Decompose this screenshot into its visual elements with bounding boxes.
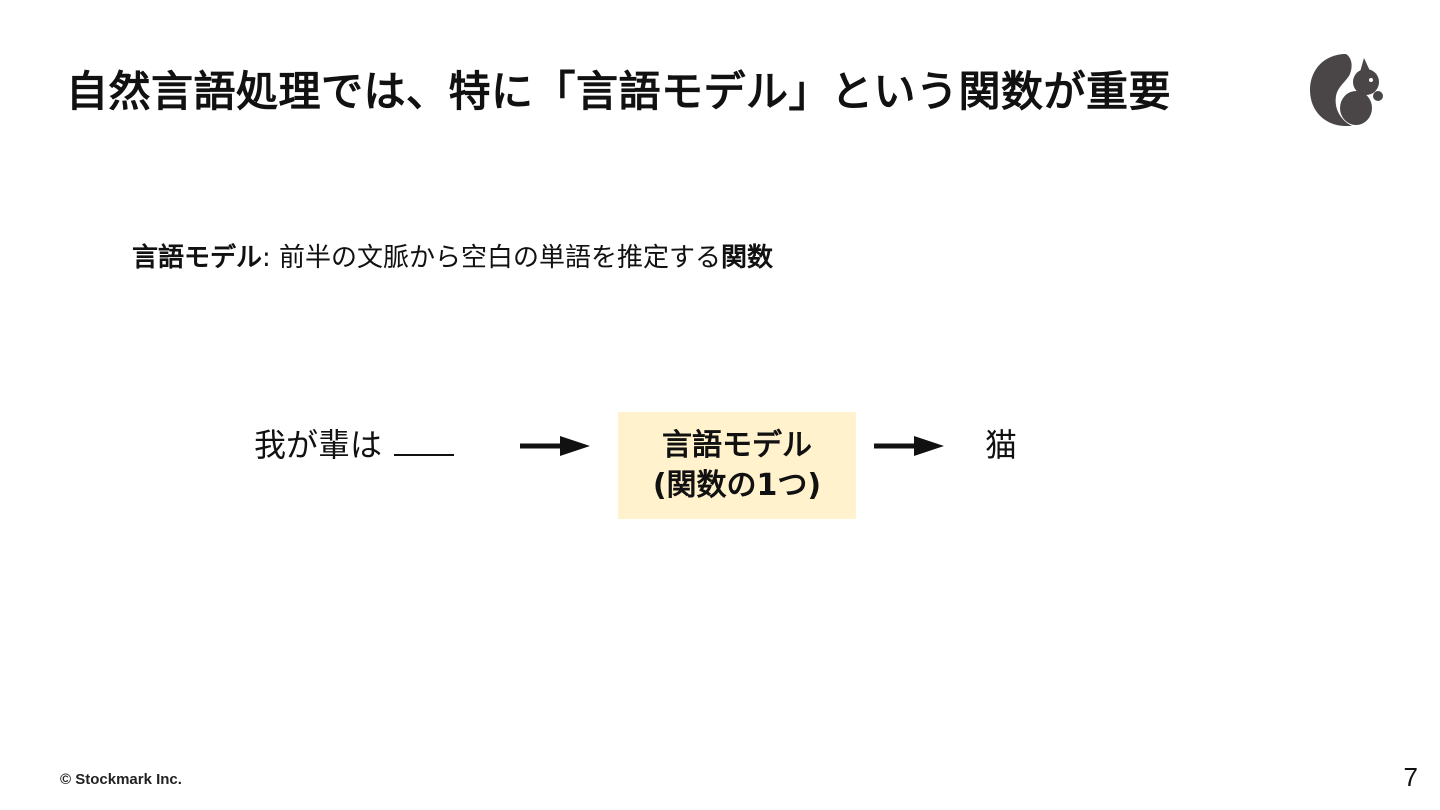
definition-text: 言語モデル: 前半の文脈から空白の単語を推定する関数 xyxy=(132,238,773,278)
definition-term: 言語モデル xyxy=(132,243,263,273)
input-text: 我が輩は xyxy=(254,426,383,464)
model-sublabel: (関数の1つ) xyxy=(652,467,822,503)
definition-highlight: 関数 xyxy=(721,243,774,273)
output-word: 猫 xyxy=(985,426,1018,464)
blank-underline xyxy=(394,424,455,456)
input-phrase: 我が輩は xyxy=(254,422,455,468)
page-number: 7 xyxy=(1403,762,1418,792)
definition-separator: : xyxy=(262,243,271,273)
arrow-right-icon xyxy=(520,436,590,456)
squirrel-icon xyxy=(1310,54,1383,126)
model-label: 言語モデル xyxy=(662,427,812,463)
arrow-right-icon xyxy=(874,436,944,456)
slide-title: 自然言語処理では、特に「言語モデル」という関数が重要 xyxy=(66,67,1172,116)
copyright-text: © Stockmark Inc. xyxy=(60,771,182,788)
definition-description: 前半の文脈から空白の単語を推定する xyxy=(270,243,722,273)
language-model-box: 言語モデル (関数の1つ) xyxy=(618,412,856,519)
